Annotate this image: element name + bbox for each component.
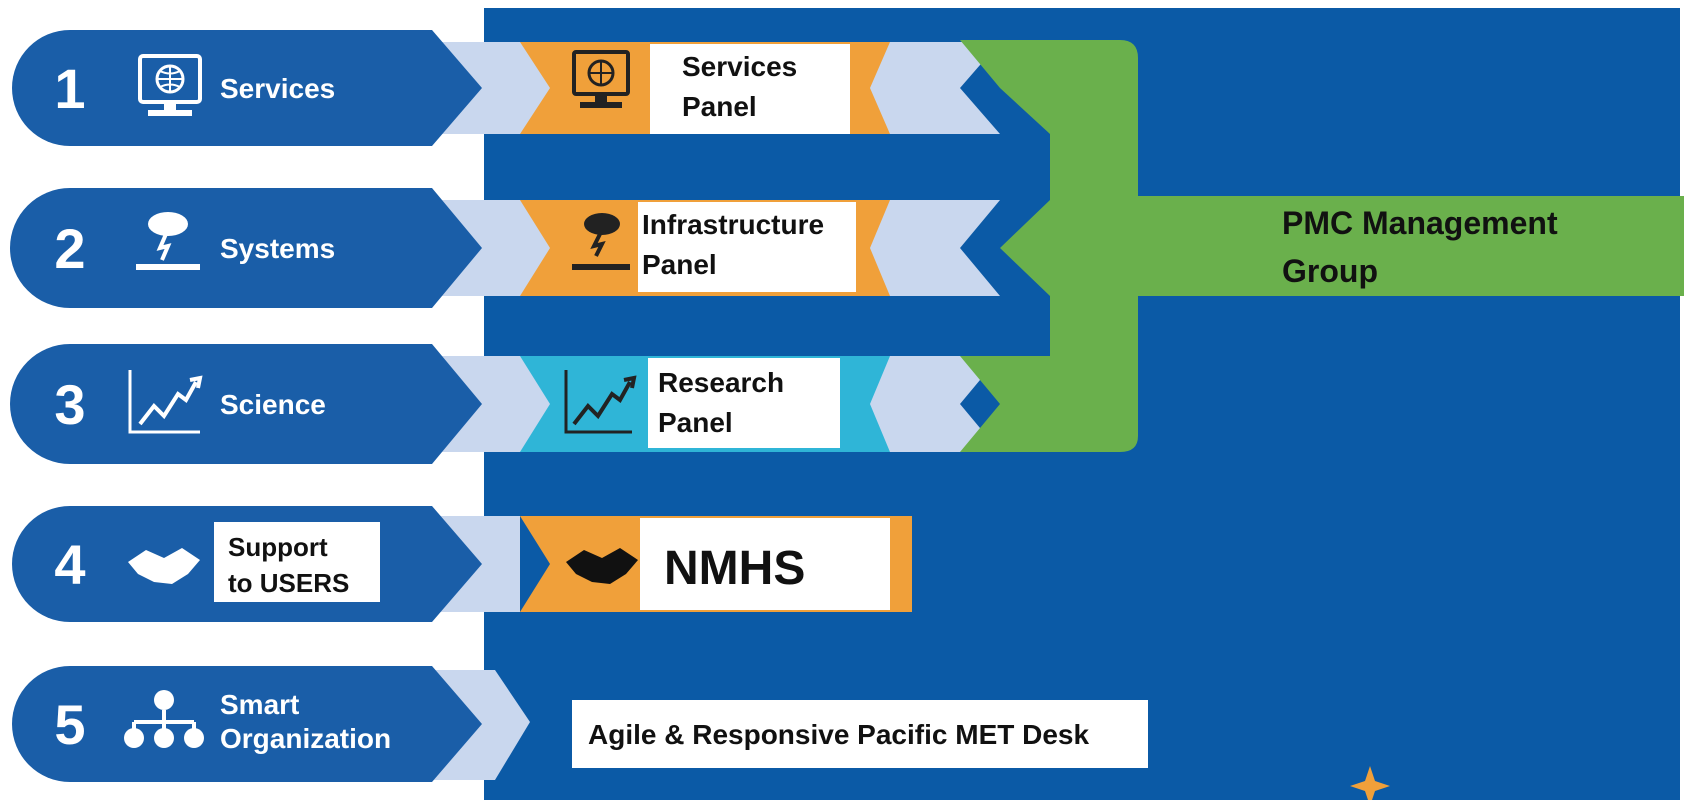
trend-chart-icon [128,370,203,434]
star-icon [1350,766,1390,800]
panel-label-2-line-2: Panel [642,249,717,280]
row-label-5-line-1: Smart [220,689,299,720]
panel-box-3 [648,358,840,448]
computer-globe-icon [138,54,202,116]
panel-label-5: Agile & Responsive Pacific MET Desk [588,719,1089,750]
row-number-1: 1 [54,57,85,120]
panel-weather-systems-icon [572,213,630,270]
row-4-label-box [214,522,380,602]
management-group-line-1: PMC Management [1282,205,1558,241]
row-number-3: 3 [54,373,85,436]
management-group-line-2: Group [1282,253,1378,289]
row-pill-2 [10,188,482,308]
row-label-2: Systems [220,233,335,264]
row-pill-3 [10,344,482,464]
row-5 [12,666,482,782]
row-number-2: 2 [54,217,85,280]
panel-label-3-line-2: Panel [658,407,733,438]
row-label-4-line-2: to USERS [228,568,349,598]
panel-handshake-icon [566,548,638,584]
panel-computer-globe-icon [572,50,630,108]
weather-systems-icon [136,212,200,270]
row-label-4-line-1: Support [228,532,328,562]
panel-label-3-line-1: Research [658,367,784,398]
panel-box-4 [640,518,890,610]
row-3 [10,344,482,464]
panel-trend-chart-icon [564,370,637,434]
row-label-1: Services [220,73,335,104]
row-number-4: 4 [54,533,85,596]
row-1 [12,30,482,146]
management-group-shape [960,40,1684,452]
panel-box-1 [650,44,850,134]
row-2 [10,188,482,308]
row-label-3: Science [220,389,326,420]
row-pill-1 [12,30,482,146]
row-pill-5 [12,666,482,782]
row-label-5-line-2: Organization [220,723,391,754]
handshake-icon [128,548,200,584]
panel-label-1-line-2: Panel [682,91,757,122]
panel-label-4: NMHS [664,542,805,595]
row-4 [12,506,482,622]
org-chart-icon [124,690,204,748]
row-number-5: 5 [54,693,85,756]
panel-label-1-line-1: Services [682,51,797,82]
panel-label-2-line-1: Infrastructure [642,209,824,240]
panel-box-5 [572,700,1148,768]
panel-box-2 [638,202,856,292]
